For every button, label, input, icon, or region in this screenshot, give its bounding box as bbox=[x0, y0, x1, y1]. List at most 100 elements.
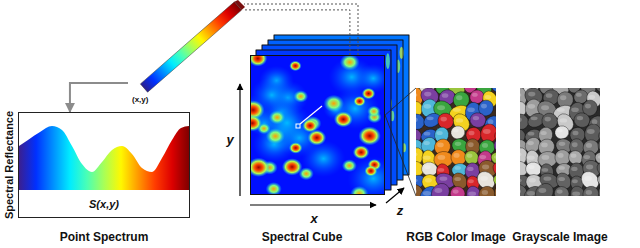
cube-outline bbox=[251, 56, 385, 195]
pebble-highlight bbox=[438, 168, 445, 172]
pebble-highlight bbox=[592, 119, 598, 124]
pebble-highlight bbox=[425, 178, 432, 183]
pebble bbox=[580, 183, 600, 196]
heat-blob bbox=[350, 186, 368, 195]
pebble-highlight bbox=[528, 92, 535, 97]
pebble-highlight bbox=[525, 88, 533, 89]
pebble-highlight bbox=[546, 93, 553, 98]
pebble-highlight bbox=[416, 117, 418, 122]
pebble-highlight bbox=[528, 104, 535, 109]
axis-letter: x bbox=[310, 212, 317, 226]
heat-blob bbox=[250, 55, 267, 67]
pebble-highlight bbox=[455, 166, 461, 170]
pebble-highlight bbox=[468, 179, 474, 183]
pebble-highlight bbox=[494, 155, 496, 159]
pebble-highlight bbox=[540, 131, 546, 135]
pebble-highlight bbox=[416, 93, 417, 97]
pebble-highlight bbox=[423, 156, 431, 160]
pebble-highlight bbox=[585, 104, 591, 109]
grayscale-image-drawing bbox=[520, 88, 600, 196]
pebble-highlight bbox=[583, 155, 590, 159]
pebble-highlight bbox=[572, 192, 580, 196]
node-caption: Spectral Cube bbox=[262, 230, 343, 244]
pebble-highlight bbox=[576, 93, 582, 97]
pebble-highlight bbox=[520, 93, 521, 97]
pebble bbox=[448, 184, 467, 196]
pixel-marker bbox=[296, 124, 300, 128]
pebble-highlight bbox=[558, 177, 565, 181]
connector bbox=[385, 88, 416, 115]
pebble-highlight bbox=[481, 104, 487, 109]
pebble-highlight bbox=[572, 142, 578, 147]
axis-symbol: S(x,y) bbox=[89, 198, 119, 210]
pebble-highlight bbox=[423, 141, 430, 145]
pebble-highlight bbox=[557, 190, 563, 194]
pebble-highlight bbox=[542, 168, 549, 172]
pebble bbox=[428, 180, 453, 196]
heat-blob bbox=[340, 55, 360, 71]
spectral-bar: (x,y) bbox=[128, 0, 244, 110]
pebble bbox=[492, 137, 496, 155]
pebble bbox=[532, 180, 557, 196]
pebble-highlight bbox=[520, 143, 521, 148]
pebble-highlight bbox=[542, 155, 550, 160]
axis-title: Spectral Reflectance bbox=[3, 111, 15, 219]
pebble-highlight bbox=[482, 190, 488, 195]
spectrum-bar bbox=[140, 2, 241, 92]
pebble-highlight bbox=[421, 88, 429, 89]
heat-blob bbox=[289, 142, 303, 154]
spectral-cube: Spectral Cube bbox=[250, 55, 385, 195]
pebble-highlight bbox=[560, 95, 566, 100]
pebble-highlight bbox=[528, 165, 534, 169]
pebble-highlight bbox=[424, 165, 430, 169]
pebble-highlight bbox=[520, 117, 522, 122]
pixel-column bbox=[300, 106, 322, 124]
pebble-highlight bbox=[496, 166, 497, 170]
heat-blob bbox=[307, 130, 326, 146]
heat-blob bbox=[367, 106, 381, 118]
pebble-highlight bbox=[520, 152, 521, 156]
node-caption: Grayscale Image bbox=[512, 230, 607, 244]
pebble-highlight bbox=[520, 189, 521, 194]
pebble-highlight bbox=[488, 119, 494, 124]
pebble-highlight bbox=[427, 116, 434, 120]
pebble-highlight bbox=[577, 116, 583, 120]
pebble-highlight bbox=[482, 164, 489, 169]
pebble-highlight bbox=[527, 141, 534, 145]
pebble bbox=[554, 125, 570, 140]
x-axis-arrow bbox=[250, 204, 376, 205]
pebble-highlight bbox=[436, 131, 442, 135]
pebble-highlight bbox=[416, 152, 417, 156]
rgb-image-drawing bbox=[416, 88, 496, 196]
spectral-bar-drawing bbox=[128, 0, 244, 110]
pebble-highlight bbox=[586, 143, 592, 148]
pebble-highlight bbox=[571, 167, 577, 171]
pebble-highlight bbox=[586, 164, 593, 169]
axis-letter: z bbox=[397, 204, 404, 218]
pebble-highlight bbox=[416, 179, 418, 183]
pebble-highlight bbox=[437, 143, 444, 148]
pebble-highlight bbox=[442, 93, 449, 98]
pebble bbox=[450, 125, 466, 140]
pebble bbox=[552, 184, 571, 196]
pebble-highlight bbox=[482, 143, 488, 148]
pebble-highlight bbox=[437, 105, 445, 110]
pebble-highlight bbox=[584, 176, 592, 181]
pebble bbox=[491, 180, 496, 196]
heat-blob bbox=[362, 88, 376, 100]
grayscale-image: Grayscale Image bbox=[520, 88, 600, 196]
pebble-highlight bbox=[559, 166, 565, 170]
heat-blob bbox=[342, 159, 357, 172]
pebble-highlight bbox=[479, 155, 486, 159]
pebble-highlight bbox=[485, 95, 492, 99]
pebble-highlight bbox=[424, 132, 431, 136]
heat-blob bbox=[250, 115, 262, 131]
pebble-highlight bbox=[586, 190, 592, 195]
heat-blob bbox=[353, 145, 370, 159]
slice-guide bbox=[385, 115, 416, 196]
pebble-highlight bbox=[454, 177, 461, 181]
pebble-highlight bbox=[587, 129, 595, 134]
pebble-highlight bbox=[416, 189, 417, 194]
